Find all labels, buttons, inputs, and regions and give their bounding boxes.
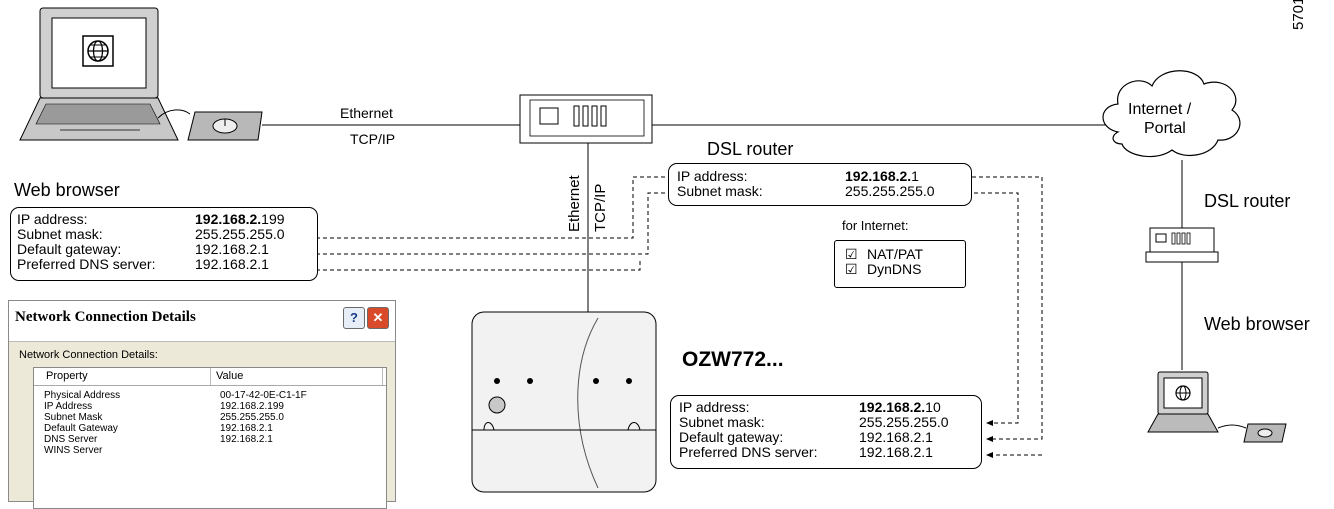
browser-config-box: IP address: 192.168.2.199 Subnet mask: 2…: [10, 207, 318, 281]
dyndns-checkbox-icon: ☑: [845, 262, 858, 277]
table-row[interactable]: Subnet Mask 255.255.255.0: [34, 412, 386, 423]
browser-ip-label: IP address:: [17, 212, 88, 227]
row-value: 255.255.255.0: [220, 412, 284, 423]
cloud-label-line1: Internet /: [1128, 101, 1191, 119]
ozw-device-icon: [472, 312, 656, 492]
router-ip-value: 192.168.2.1: [845, 169, 919, 184]
device-dns-value: 192.168.2.1: [859, 445, 933, 460]
device-gw-row: Default gateway: 192.168.2.1: [671, 430, 981, 445]
feature-nat: ☑ NAT/PAT: [845, 247, 965, 262]
router-ip-label: IP address:: [677, 169, 748, 184]
row-value: 00-17-42-0E-C1-1F: [220, 390, 307, 401]
device-ip-label: IP address:: [679, 400, 750, 415]
cloud-label-line2: Portal: [1144, 120, 1186, 138]
browser-mask-label: Subnet mask:: [17, 227, 103, 242]
dyndns-label: DynDNS: [867, 262, 921, 277]
close-button[interactable]: ✕: [367, 307, 389, 329]
row-value: 192.168.2.199: [220, 401, 284, 412]
table-row[interactable]: IP Address 192.168.2.199: [34, 401, 386, 412]
router-ip-row: IP address: 192.168.2.1: [669, 169, 971, 184]
device-gw-label: Default gateway:: [679, 430, 783, 445]
remote-browser-label: Web browser: [1204, 314, 1310, 335]
row-property: WINS Server: [44, 445, 102, 456]
internet-features-title: for Internet:: [842, 218, 908, 233]
table-row[interactable]: DNS Server 192.168.2.1: [34, 434, 386, 445]
router-icon: [520, 95, 652, 143]
browser-gw-row: Default gateway: 192.168.2.1: [11, 242, 317, 257]
remote-laptop-icon: [1148, 372, 1286, 442]
device-label: OZW772...: [682, 348, 784, 372]
tcpip-vertical-label: TCP/IP: [592, 184, 609, 232]
window-subtitle: Network Connection Details:: [19, 349, 158, 361]
browser-label: Web browser: [14, 180, 120, 201]
browser-ip-value: 192.168.2.199: [195, 212, 285, 227]
device-dns-row: Preferred DNS server: 192.168.2.1: [671, 445, 981, 460]
network-details-window: Network Connection Details ? ✕ Network C…: [8, 300, 396, 502]
router-label: DSL router: [707, 139, 793, 160]
browser-dns-value: 192.168.2.1: [195, 257, 269, 272]
device-mask-label: Subnet mask:: [679, 415, 765, 430]
diagram-code: 5701z36a: [1290, 0, 1307, 30]
ethernet-vertical-label: Ethernet: [566, 175, 583, 232]
laptop-icon: [20, 8, 178, 140]
row-property: DNS Server: [44, 434, 97, 445]
router-config-box: IP address: 192.168.2.1 Subnet mask: 255…: [668, 163, 972, 206]
listview-header: Property Value: [34, 368, 386, 386]
row-value: 192.168.2.1: [220, 434, 273, 445]
nat-checkbox-icon: ☑: [845, 247, 858, 262]
router-mask-value: 255.255.255.0: [845, 184, 935, 199]
router-mask-row: Subnet mask: 255.255.255.0: [669, 184, 971, 199]
device-ip-row: IP address: 192.168.2.10: [671, 400, 981, 415]
row-property: Subnet Mask: [44, 412, 102, 423]
remote-router-icon: [1146, 228, 1218, 262]
browser-dns-label: Preferred DNS server:: [17, 257, 155, 272]
details-listview[interactable]: Property Value Physical Address 00-17-42…: [33, 367, 387, 509]
row-property: IP Address: [44, 401, 92, 412]
router-mask-label: Subnet mask:: [677, 184, 763, 199]
browser-gw-label: Default gateway:: [17, 242, 121, 257]
row-property: Default Gateway: [44, 423, 118, 434]
window-title: Network Connection Details: [15, 309, 196, 326]
nat-label: NAT/PAT: [867, 247, 923, 262]
browser-ip-row: IP address: 192.168.2.199: [11, 212, 317, 227]
device-mask-row: Subnet mask: 255.255.255.0: [671, 415, 981, 430]
row-value: 192.168.2.1: [220, 423, 273, 434]
row-property: Physical Address: [44, 390, 120, 401]
table-row[interactable]: Default Gateway 192.168.2.1: [34, 423, 386, 434]
tcpip-label: TCP/IP: [350, 131, 395, 147]
table-row[interactable]: WINS Server: [34, 445, 386, 456]
device-ip-value: 192.168.2.10: [859, 400, 941, 415]
table-row[interactable]: Physical Address 00-17-42-0E-C1-1F: [34, 390, 386, 401]
browser-mask-value: 255.255.255.0: [195, 227, 285, 242]
browser-gw-value: 192.168.2.1: [195, 242, 269, 257]
device-gw-value: 192.168.2.1: [859, 430, 933, 445]
window-titlebar[interactable]: Network Connection Details ? ✕: [9, 301, 395, 342]
column-property[interactable]: Property: [46, 370, 88, 382]
ethernet-label: Ethernet: [340, 105, 393, 121]
device-dns-label: Preferred DNS server:: [679, 445, 817, 460]
arrowheads: [986, 420, 993, 458]
browser-dns-row: Preferred DNS server: 192.168.2.1: [11, 257, 317, 272]
device-mask-value: 255.255.255.0: [859, 415, 949, 430]
column-value[interactable]: Value: [216, 370, 243, 382]
browser-mask-row: Subnet mask: 255.255.255.0: [11, 227, 317, 242]
internet-features-box: ☑ NAT/PAT ☑ DynDNS: [834, 240, 966, 288]
help-button[interactable]: ?: [343, 307, 365, 329]
feature-dyndns: ☑ DynDNS: [845, 262, 965, 277]
device-config-box: IP address: 192.168.2.10 Subnet mask: 25…: [670, 395, 982, 469]
remote-router-label: DSL router: [1204, 191, 1290, 212]
